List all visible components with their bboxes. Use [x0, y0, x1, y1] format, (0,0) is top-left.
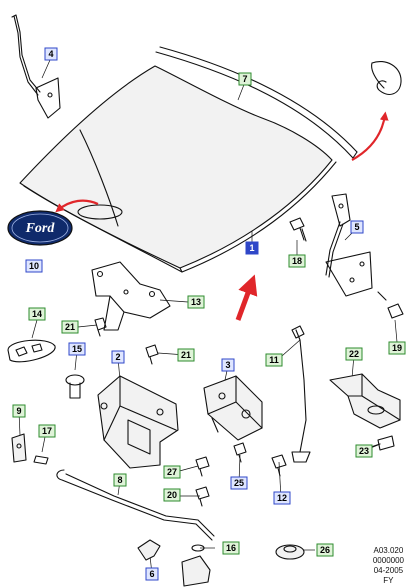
bolt-25: [233, 442, 247, 463]
svg-text:11: 11: [269, 355, 279, 365]
callout-20[interactable]: 20: [163, 488, 181, 502]
callout-18[interactable]: 18: [288, 254, 306, 268]
callout-17[interactable]: 17: [38, 424, 56, 438]
svg-text:15: 15: [72, 344, 82, 354]
callout-4[interactable]: 4: [44, 47, 58, 61]
hood-panel: [19, 65, 337, 273]
svg-text:18: 18: [292, 256, 302, 266]
drawing-code: A03.020: [373, 546, 404, 555]
svg-text:25: 25: [234, 478, 244, 488]
hood-grommet: [7, 339, 56, 363]
callout-5[interactable]: 5: [350, 220, 364, 234]
svg-text:7: 7: [242, 74, 247, 84]
svg-text:1: 1: [249, 243, 254, 253]
svg-text:17: 17: [42, 426, 52, 436]
callout-23[interactable]: 23: [355, 444, 373, 458]
drawing-model: FY: [383, 576, 394, 585]
bolt-21-lower: [145, 344, 159, 365]
hood-support-bracket-left: [11, 14, 61, 119]
bolt-19: [377, 291, 404, 319]
drawing-date: 04-2005: [373, 566, 404, 575]
ford-emblem: Ford: [7, 210, 73, 246]
callout-2[interactable]: 2: [111, 350, 125, 364]
callout-labels: 1 2 3 4 5 6 7 8 9 10 11 12 13 14 15 16 1…: [12, 47, 406, 581]
hood-hinge-right: [325, 193, 373, 297]
svg-text:12: 12: [277, 493, 287, 503]
svg-text:14: 14: [32, 309, 42, 319]
bolt-18: [289, 217, 307, 242]
rod-clip: [137, 539, 161, 561]
bolt-27: [195, 456, 210, 477]
svg-text:23: 23: [359, 446, 369, 456]
bolt-21-upper: [94, 317, 107, 337]
svg-text:26: 26: [320, 545, 330, 555]
callout-3[interactable]: 3: [221, 358, 235, 372]
callout-21-upper[interactable]: 21: [61, 320, 79, 334]
callout-27[interactable]: 27: [163, 465, 181, 479]
hood-seal-strip-inner: [159, 46, 358, 153]
svg-text:27: 27: [167, 467, 177, 477]
svg-text:22: 22: [349, 349, 359, 359]
callout-11[interactable]: 11: [265, 353, 283, 367]
callout-13[interactable]: 13: [187, 295, 205, 309]
latch-guide: [11, 433, 27, 463]
svg-text:19: 19: [392, 343, 402, 353]
red-arrow-emblem: [55, 199, 99, 213]
release-rod: [56, 469, 215, 541]
callout-15[interactable]: 15: [68, 342, 86, 356]
drawing-serial: 0000000: [372, 556, 404, 565]
svg-text:20: 20: [167, 490, 177, 500]
svg-text:21: 21: [65, 322, 75, 332]
bolt-20: [195, 486, 210, 507]
hood-seal-strip-end: [352, 151, 358, 159]
svg-text:9: 9: [16, 406, 21, 416]
svg-text:4: 4: [48, 49, 53, 59]
rod-bracket: [181, 555, 211, 587]
callout-12[interactable]: 12: [273, 491, 291, 505]
callout-25[interactable]: 25: [230, 476, 248, 490]
hood-latch: [203, 375, 263, 441]
callout-7[interactable]: 7: [238, 72, 252, 86]
svg-text:6: 6: [149, 569, 154, 579]
washer-16: [191, 544, 205, 552]
svg-text:13: 13: [191, 297, 201, 307]
red-arrow-seal: [351, 111, 389, 161]
push-clip: [65, 374, 85, 399]
callout-14[interactable]: 14: [28, 307, 46, 321]
latch-bracket: [97, 375, 179, 469]
hood-latch-striker: [91, 261, 171, 331]
svg-text:2: 2: [115, 352, 120, 362]
seal-profile-detail: [371, 61, 402, 95]
svg-text:3: 3: [225, 360, 230, 370]
svg-text:8: 8: [117, 475, 122, 485]
callout-8[interactable]: 8: [113, 473, 127, 487]
callout-9[interactable]: 9: [12, 404, 26, 418]
drawing-reference: A03.020 0000000 04-2005 FY: [373, 546, 404, 586]
hood-seal-strip: [155, 51, 354, 159]
svg-text:16: 16: [226, 543, 236, 553]
pin-17: [33, 455, 49, 465]
svg-text:10: 10: [29, 261, 39, 271]
svg-text:21: 21: [181, 350, 191, 360]
callout-22[interactable]: 22: [345, 347, 363, 361]
callout-6[interactable]: 6: [145, 567, 159, 581]
svg-text:5: 5: [354, 222, 359, 232]
cable-bracket: [329, 373, 401, 429]
bump-stop: [275, 544, 305, 560]
release-cable: [291, 325, 311, 463]
callout-1[interactable]: 1: [245, 241, 259, 255]
red-arrow-hood: [235, 274, 258, 321]
callout-10[interactable]: 10: [25, 259, 43, 273]
emblem-text: Ford: [25, 221, 56, 236]
callout-19[interactable]: 19: [388, 341, 406, 355]
callout-21-lower[interactable]: 21: [177, 348, 195, 362]
bolt-12: [271, 454, 287, 477]
callout-26[interactable]: 26: [316, 543, 334, 557]
callout-16[interactable]: 16: [222, 541, 240, 555]
